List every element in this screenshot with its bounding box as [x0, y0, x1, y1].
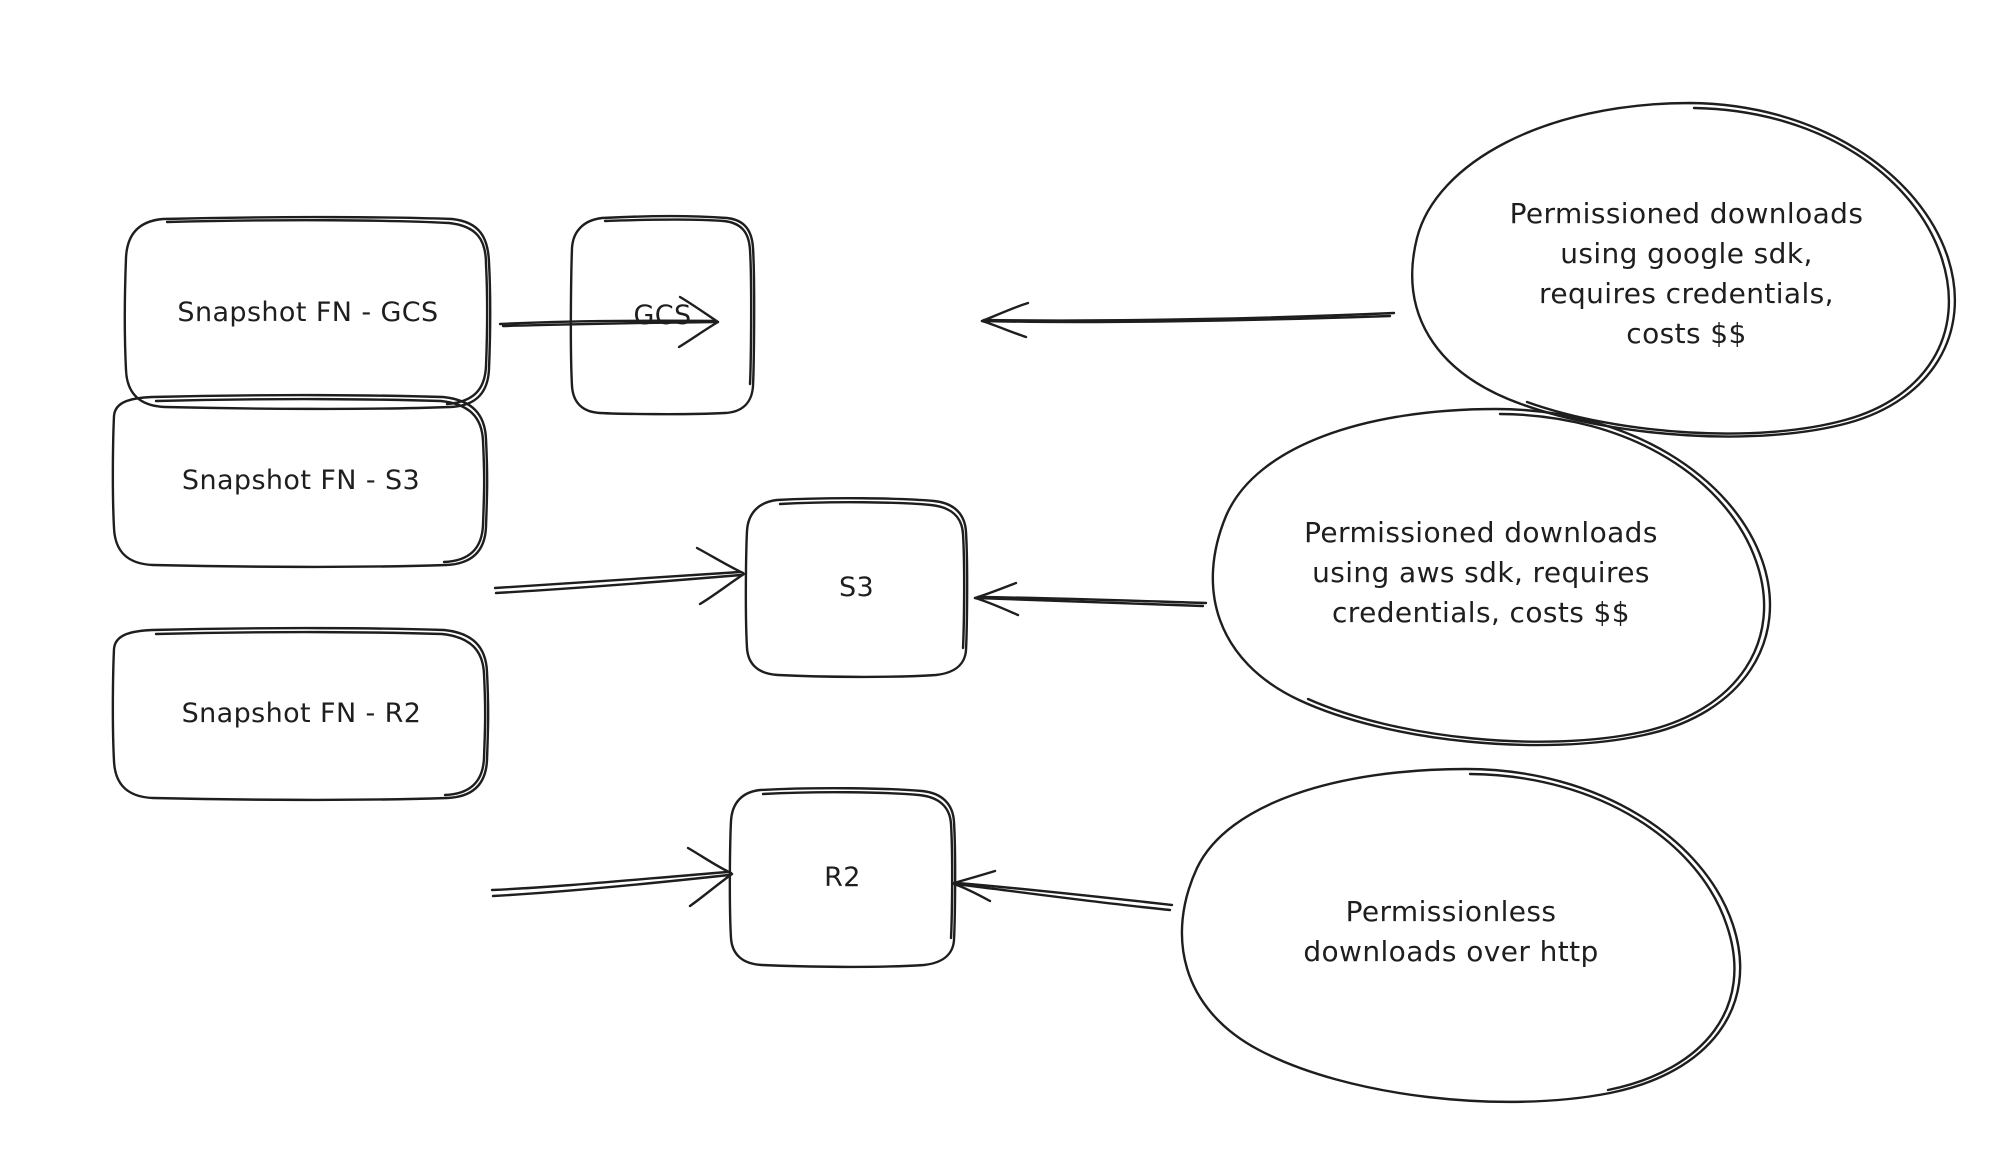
target-node-gcs[interactable]: [570, 216, 755, 415]
target-node-r2[interactable]: [729, 788, 956, 968]
source-node-r2-shape: [111, 626, 490, 802]
edge-s3-source-to-target: [493, 546, 746, 606]
note-bubble-s3[interactable]: [1196, 407, 1766, 739]
source-node-gcs[interactable]: [126, 217, 490, 409]
note-bubble-gcs[interactable]: [1399, 100, 1974, 448]
edge-r2-note-to-target: [952, 869, 1174, 912]
note-bubble-s3-shape: [1211, 407, 1772, 747]
edge-gcs-note-to-target: [980, 301, 1396, 339]
target-node-r2-shape: [728, 786, 957, 969]
note-bubble-gcs-shape: [1411, 101, 1957, 438]
target-node-gcs-shape: [569, 214, 756, 416]
edge-gcs-source-to-target: [498, 295, 720, 349]
edge-s3-note-to-target: [973, 581, 1208, 617]
edge-r2-source-to-target: [490, 846, 734, 908]
target-node-s3[interactable]: [745, 498, 968, 678]
source-node-gcs-shape: [123, 215, 492, 411]
target-node-s3-shape: [744, 496, 969, 679]
source-node-s3-shape: [111, 393, 489, 569]
note-bubble-r2[interactable]: [1166, 767, 1736, 1097]
source-node-r2[interactable]: [114, 628, 489, 800]
source-node-s3[interactable]: [114, 395, 488, 567]
note-bubble-r2-shape: [1180, 767, 1742, 1104]
